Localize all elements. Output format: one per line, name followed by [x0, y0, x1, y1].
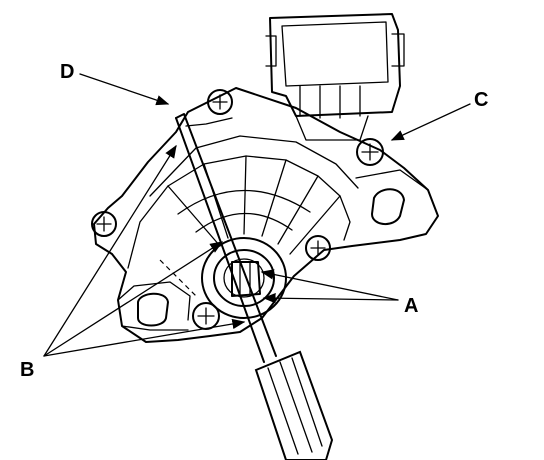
callout-a: A: [404, 295, 418, 317]
sensor-body: [93, 87, 439, 343]
screwdriver-tool: [175, 113, 334, 460]
bolt-right: [305, 235, 331, 261]
leader-lines: [43, 73, 471, 357]
tool-clip-line: [185, 117, 233, 127]
callout-c: C: [474, 89, 488, 111]
callout-b: B: [20, 359, 34, 381]
bolt-top: [207, 89, 233, 115]
bolt-c: [356, 138, 384, 166]
bolt-left: [91, 211, 117, 237]
callout-d: D: [60, 61, 74, 83]
connector-housing: [265, 13, 405, 141]
